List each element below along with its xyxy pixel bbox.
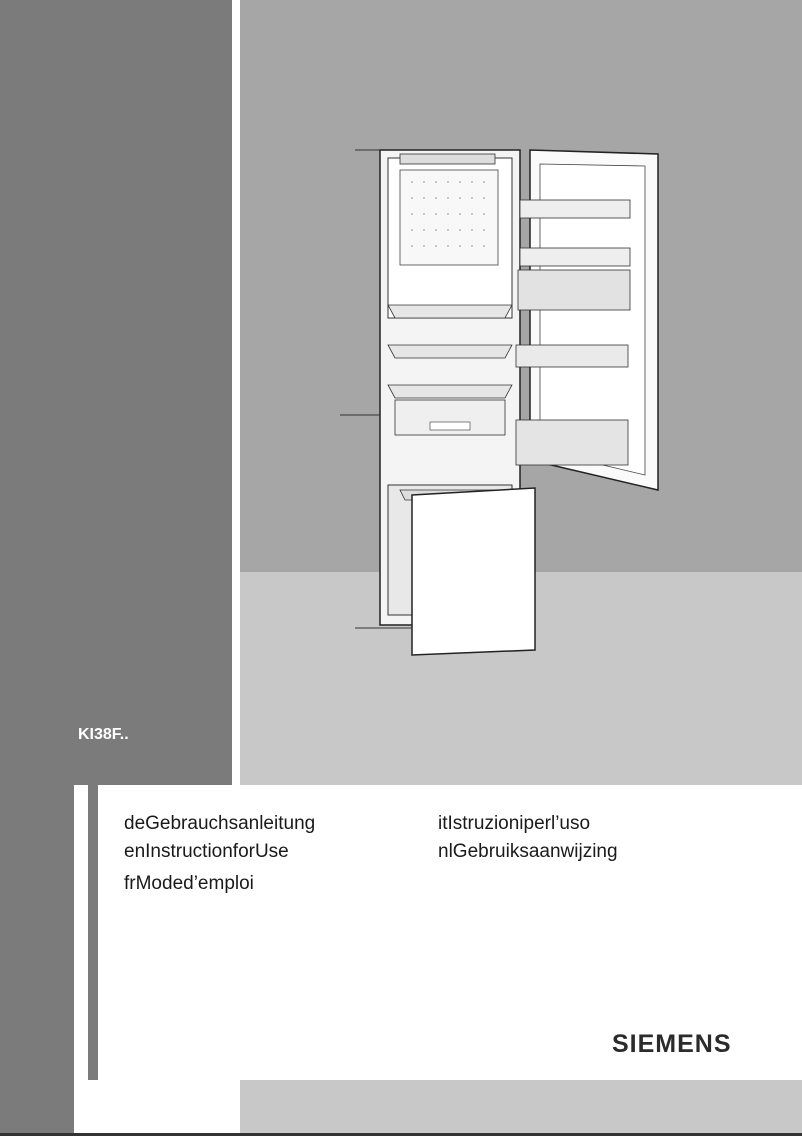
language-nl: nlGebruiksaanwijzing [438, 841, 618, 862]
left-gray-strip [88, 785, 98, 1080]
model-number: KI38F.. [78, 726, 129, 743]
left-gray-band-lower [0, 785, 74, 1136]
brand-logo: SIEMENS [612, 1030, 732, 1058]
bottom-gray-band [240, 1080, 802, 1136]
fridge-illustration [340, 149, 659, 656]
bottom-edge [0, 1133, 802, 1136]
languages-right-column: itIstruzioniperl’uso nlGebruiksaanwijzin… [438, 810, 618, 866]
languages-left-column: deGebrauchsanleitung enInstructionforUse… [124, 810, 315, 898]
language-en: enInstructionforUse [124, 841, 289, 862]
language-it: itIstruzioniperl’uso [438, 813, 591, 834]
white-divider [232, 0, 240, 785]
language-fr: frModed’emploi [124, 873, 254, 894]
left-gray-band [0, 0, 232, 785]
language-de: deGebrauchsanleitung [124, 813, 316, 834]
